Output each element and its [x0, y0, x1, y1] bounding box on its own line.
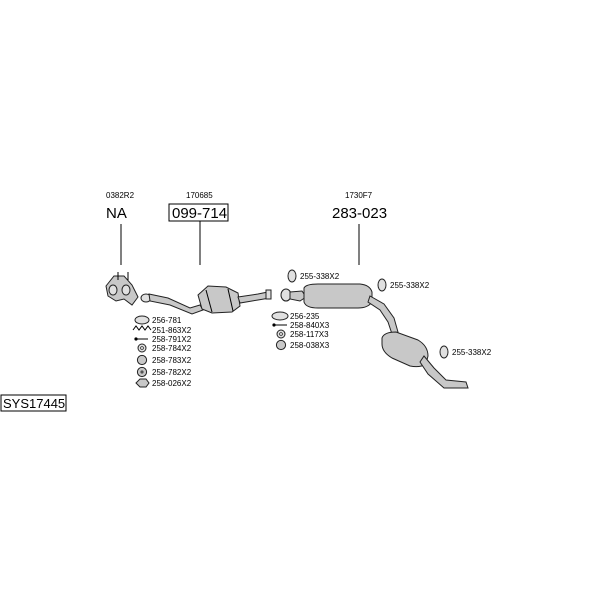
rubber-hanger-icon — [287, 269, 297, 283]
code-label-0382R2: 0382R2 — [106, 191, 135, 200]
hardware-label: 251-863X2 — [152, 326, 192, 335]
part-label-box-099-714 — [168, 203, 229, 222]
hex-nut-icon — [135, 378, 150, 388]
hardware-label: 258-026X2 — [152, 379, 192, 388]
rear-silencer-icon — [381, 331, 469, 389]
gasket-ring-icon — [271, 311, 289, 321]
exhaust-manifold-icon — [105, 272, 139, 306]
system-code-box — [0, 394, 67, 412]
part-label-na: NA — [106, 205, 127, 222]
washer-icon — [276, 329, 286, 339]
hanger-label: 255-338X2 — [300, 272, 340, 281]
hardware-label: 258-791X2 — [152, 335, 192, 344]
hanger-label: 255-338X2 — [452, 348, 492, 357]
hanger-label: 255-338X2 — [390, 281, 430, 290]
hardware-label: 258-783X2 — [152, 356, 192, 365]
gasket-icon — [134, 315, 150, 325]
hardware-label: 258-784X2 — [152, 344, 192, 353]
hardware-label: 256-235 — [290, 312, 320, 321]
code-label-1730F7: 1730F7 — [345, 191, 373, 200]
washer-icon — [137, 343, 147, 353]
lock-nut-icon — [136, 366, 148, 378]
hardware-label: 258-038X3 — [290, 341, 330, 350]
front-pipe-catalytic-converter-icon — [140, 285, 272, 315]
part-label-283-023: 283-023 — [332, 205, 387, 222]
middle-silencer-icon — [280, 283, 399, 335]
nut-icon — [275, 339, 287, 351]
bolt-icon — [272, 323, 287, 327]
rubber-hanger-icon — [439, 345, 449, 359]
system-code: SYS17445 — [3, 396, 65, 411]
hardware-label: 256-781 — [152, 316, 182, 325]
rubber-hanger-icon — [377, 278, 387, 292]
hardware-label: 258-840X3 — [290, 321, 330, 330]
part-label-099-714: 099-714 — [172, 205, 227, 222]
nut-icon — [136, 354, 148, 366]
hardware-label: 258-117X3 — [290, 330, 329, 339]
code-label-170685: 170685 — [186, 191, 213, 200]
bolt-icon — [134, 337, 148, 341]
spring-icon — [132, 325, 152, 331]
hardware-label: 258-782X2 — [152, 368, 192, 377]
